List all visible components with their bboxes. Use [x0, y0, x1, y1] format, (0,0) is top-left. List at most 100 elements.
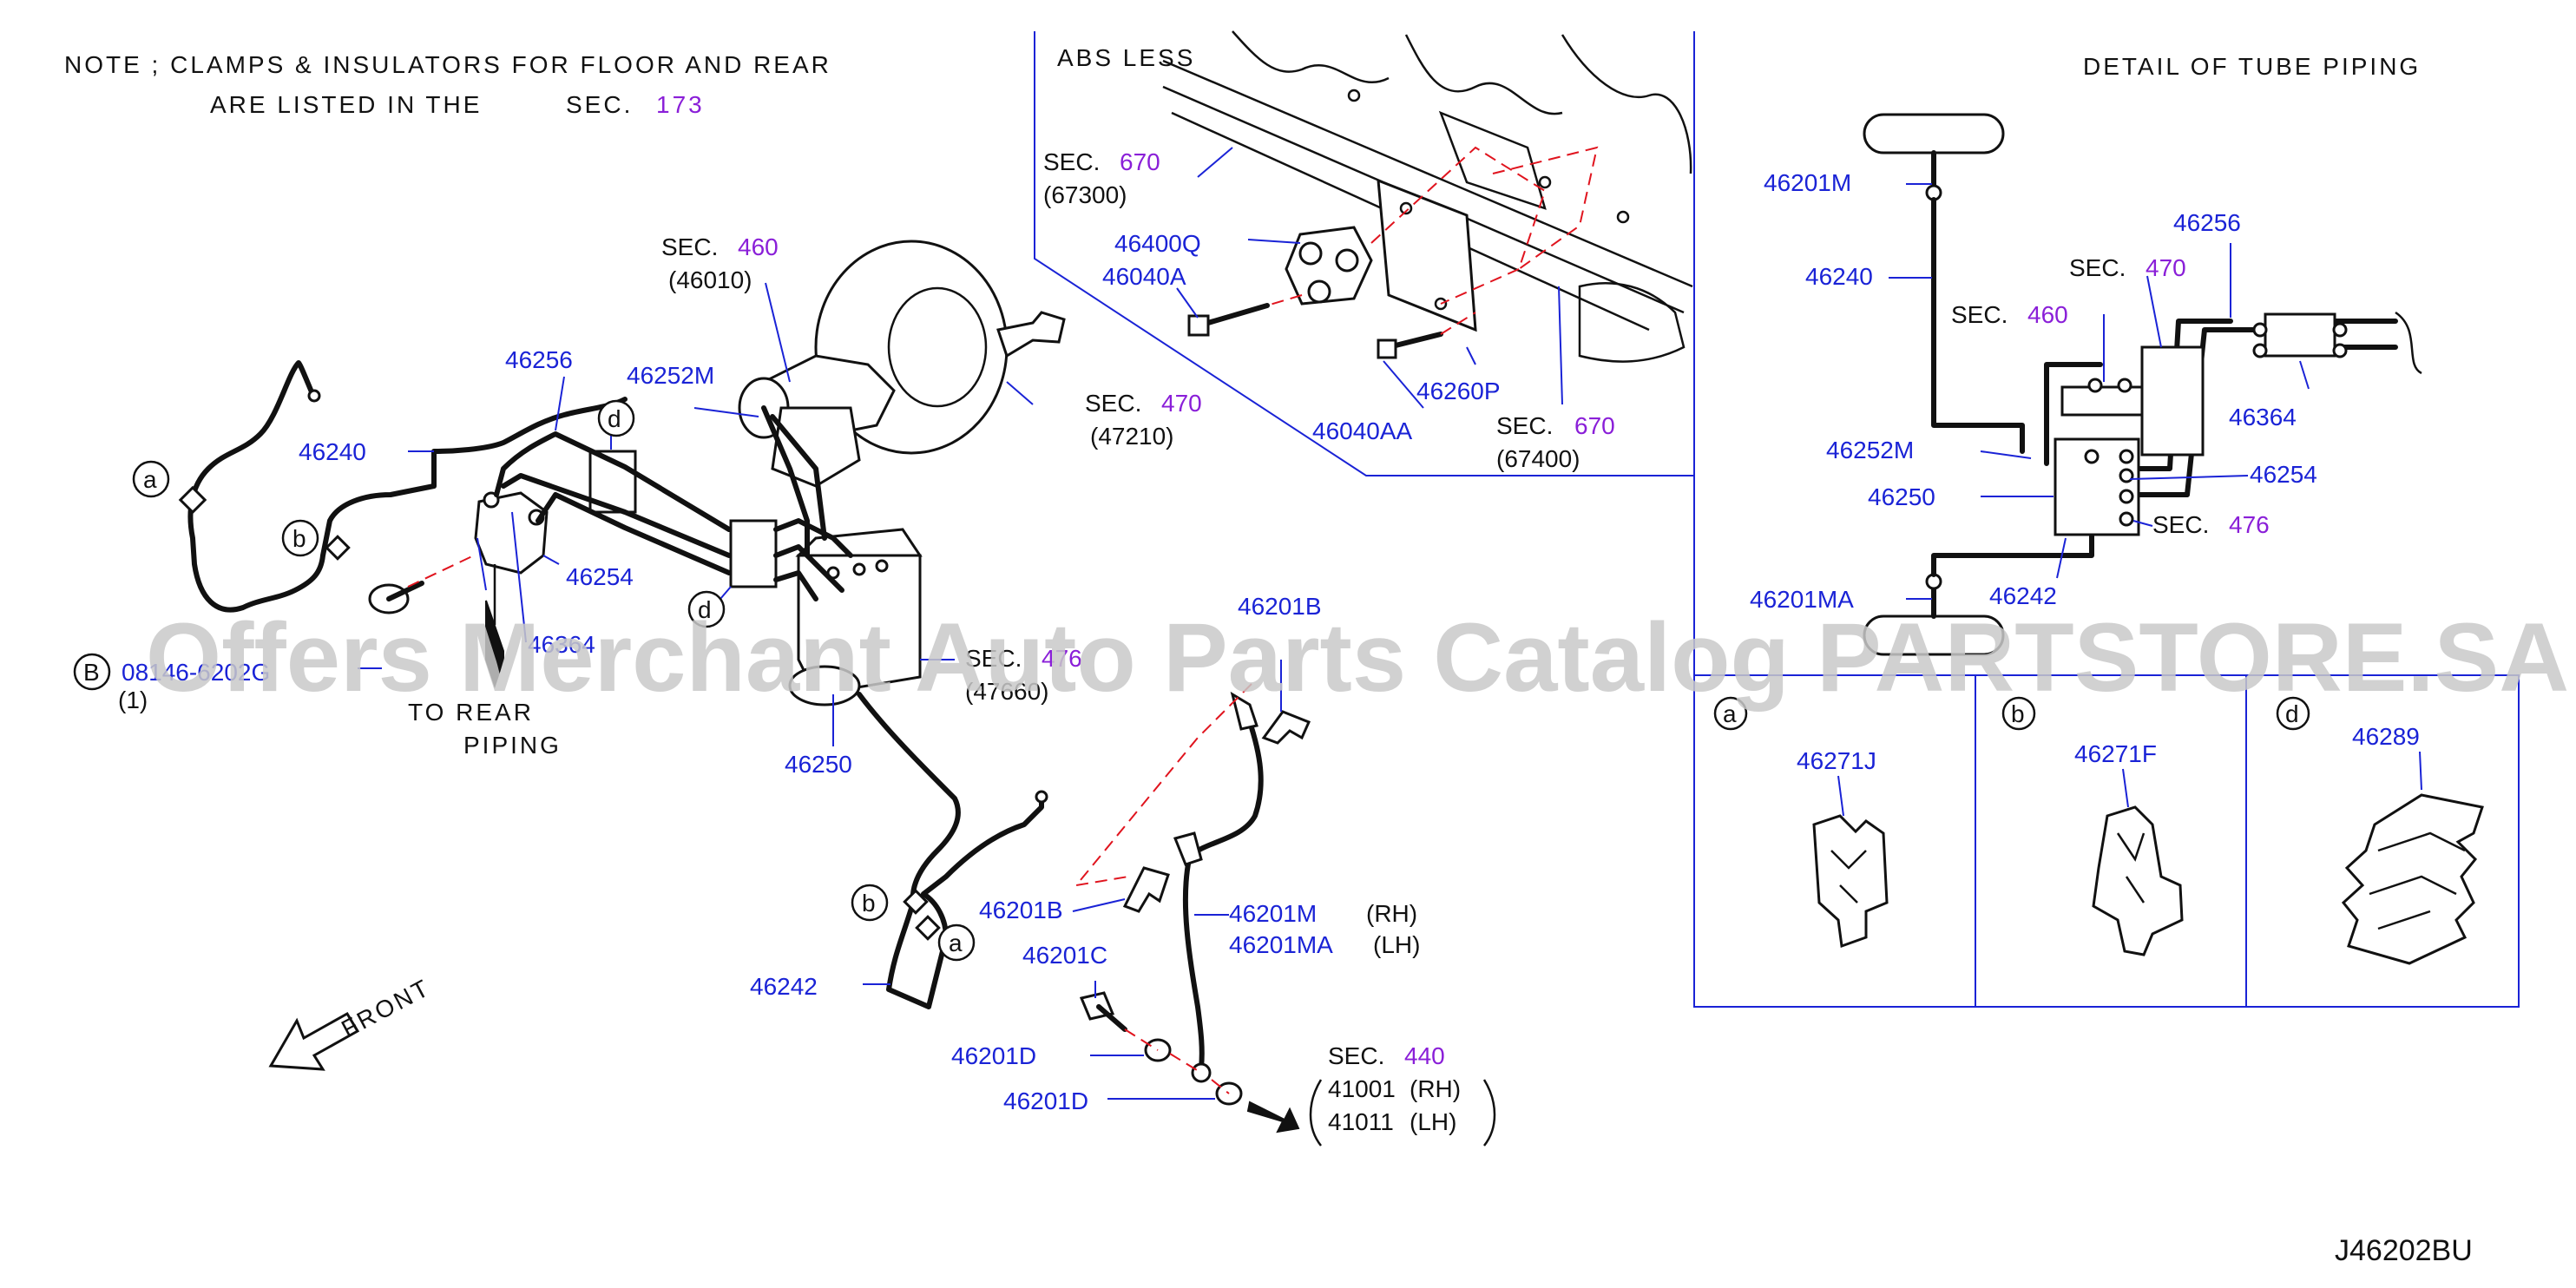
- detail-junction-46364[interactable]: [2264, 312, 2336, 358]
- part-46250-label[interactable]: 46250: [785, 751, 852, 778]
- detail-46250-label[interactable]: 46250: [1868, 483, 1935, 510]
- part-46201b-mid-label[interactable]: 46201B: [979, 897, 1063, 923]
- detail-connector-block[interactable]: [2060, 385, 2144, 417]
- part-46201m-side: (RH): [1366, 900, 1417, 927]
- clip-panel-b-letter: b: [2011, 700, 2025, 727]
- detail-46252m-label[interactable]: 46252M: [1826, 437, 1914, 463]
- pipe-46252m[interactable]: [761, 405, 810, 558]
- clip-panel-d-letter: d: [2285, 700, 2299, 727]
- abs-actuator-46250[interactable]: [788, 528, 923, 706]
- bracket-46260p[interactable]: [1377, 178, 1477, 332]
- clip-panel-d-part[interactable]: 46289: [2352, 723, 2420, 750]
- clip-46201b-top[interactable]: [1261, 710, 1311, 745]
- detail-pipe-46252m[interactable]: [2044, 362, 2103, 466]
- note-sec-number[interactable]: 173: [656, 91, 705, 118]
- part-46201m-label[interactable]: 46201M: [1229, 900, 1317, 927]
- clip-panel-a[interactable]: a 46271J: [1713, 696, 1889, 949]
- detail-46254-label[interactable]: 46254: [2250, 461, 2317, 488]
- sec670a-label: SEC.: [1043, 148, 1100, 175]
- part-46364-label[interactable]: 46364: [528, 631, 595, 658]
- clip-46201b-mid[interactable]: [1122, 866, 1170, 913]
- sec670b-sub: (67400): [1496, 445, 1580, 472]
- detail-46240-label[interactable]: 46240: [1805, 263, 1873, 290]
- sec476-number[interactable]: 476: [1042, 645, 1082, 672]
- part-46240-label[interactable]: 46240: [299, 438, 366, 465]
- detail-pipe-46240[interactable]: [1931, 197, 2025, 454]
- part-46201b-top-label[interactable]: 46201B: [1238, 593, 1322, 620]
- clip-panel-d[interactable]: d 46289: [2276, 696, 2484, 965]
- detail-master-cylinder[interactable]: [2140, 345, 2205, 457]
- detail-sec470-number[interactable]: 470: [2146, 254, 2186, 281]
- junction-block-46254[interactable]: [474, 491, 549, 575]
- to-caliper-arrow: [1246, 1101, 1300, 1134]
- clip-a-marker-2: [915, 915, 941, 941]
- pipe-46256[interactable]: [494, 431, 732, 532]
- callout-a-1: [132, 460, 170, 498]
- abs-less-title: ABS LESS: [1057, 44, 1195, 71]
- clip-46271f-icon: [2092, 805, 2184, 956]
- bolt-code-label[interactable]: 08146-6202G: [122, 659, 270, 686]
- sec440-number[interactable]: 440: [1404, 1042, 1445, 1069]
- detail-46256-label[interactable]: 46256: [2173, 209, 2241, 236]
- bolt-46040aa[interactable]: [1377, 332, 1443, 359]
- clip-panel-b-part[interactable]: 46271F: [2074, 740, 2157, 767]
- part-46400q-label[interactable]: 46400Q: [1114, 230, 1201, 257]
- callout-B: [73, 653, 111, 691]
- sec470-number[interactable]: 470: [1161, 390, 1202, 417]
- detail-sec476-number[interactable]: 476: [2229, 511, 2270, 538]
- part-46040aa-label[interactable]: 46040AA: [1312, 417, 1413, 444]
- sec460-number[interactable]: 460: [738, 233, 779, 260]
- bolt-08146-6202g[interactable]: [368, 581, 424, 614]
- clip-panels: a 46271J b 46271F d 46289: [1693, 674, 2520, 1008]
- detail-sec476-label: SEC.: [2152, 511, 2209, 538]
- master-cylinder[interactable]: [771, 406, 861, 488]
- part-46242-label[interactable]: 46242: [750, 973, 818, 1000]
- front-brake-hose[interactable]: [1173, 691, 1264, 1083]
- detail-46201ma-label[interactable]: 46201MA: [1750, 586, 1854, 613]
- part-46256-label[interactable]: 46256: [505, 346, 573, 373]
- bolt-46201c[interactable]: [1079, 991, 1127, 1032]
- sec670b-number[interactable]: 670: [1574, 412, 1615, 439]
- detail-sec460-label: SEC.: [1951, 301, 2008, 328]
- callout-d-2-letter: d: [698, 596, 712, 623]
- detail-title: DETAIL OF TUBE PIPING: [2083, 53, 2421, 80]
- clip-panel-a-part[interactable]: 46271J: [1797, 747, 1876, 774]
- part-46254-label[interactable]: 46254: [566, 563, 634, 590]
- sec470-sub: (47210): [1090, 423, 1174, 450]
- callout-d-2: [687, 590, 726, 628]
- detail-sec470-label: SEC.: [2069, 254, 2126, 281]
- bolt-46040a[interactable]: [1187, 303, 1270, 337]
- part-46201d-a-label[interactable]: 46201D: [951, 1042, 1036, 1069]
- clip-a-marker-1: [178, 485, 207, 515]
- clip-panels-frame: [1693, 674, 2520, 1008]
- detail-hose-46201m[interactable]: [1863, 113, 2005, 154]
- clip-panel-b[interactable]: b 46271F: [2001, 696, 2184, 956]
- sec670b-label: SEC.: [1496, 412, 1553, 439]
- detail-sec460-number[interactable]: 460: [2027, 301, 2068, 328]
- part-46201ma-label[interactable]: 46201MA: [1229, 931, 1333, 958]
- to-rear-line-1: TO REAR: [408, 699, 534, 726]
- front-label: FRONT: [337, 974, 435, 1043]
- part-46201d-b-label[interactable]: 46201D: [1003, 1088, 1088, 1114]
- detail-pipe-46242[interactable]: [1931, 522, 2094, 577]
- watermark-text: Offers Merchant Auto Parts Catalog PARTS…: [146, 603, 2569, 712]
- part-46260p-label[interactable]: 46260P: [1416, 378, 1501, 404]
- part-46201c-label[interactable]: 46201C: [1022, 942, 1107, 969]
- part-46252m-label[interactable]: 46252M: [627, 362, 714, 389]
- drawing-code: J46202BU: [2335, 1234, 2473, 1267]
- part-46040a-label[interactable]: 46040A: [1102, 263, 1186, 290]
- pipe-46240[interactable]: [187, 360, 628, 613]
- pipe-46242[interactable]: [857, 692, 1044, 1009]
- detail-46242-label[interactable]: 46242: [1989, 582, 2057, 609]
- sec670a-number[interactable]: 670: [1120, 148, 1160, 175]
- detail-46201m-label[interactable]: 46201M: [1764, 169, 1851, 196]
- note-line-2: ARE LISTED IN THE: [210, 91, 482, 118]
- three-way-connector-46400q[interactable]: [1285, 226, 1373, 306]
- callout-B-letter: B: [83, 659, 100, 686]
- front-arrow-icon: [268, 1011, 360, 1071]
- callout-b-1-letter: b: [292, 525, 306, 552]
- to-rear-arrow: [485, 600, 504, 689]
- connector-block-d-lower[interactable]: [729, 519, 778, 588]
- detail-46364-label[interactable]: 46364: [2229, 404, 2297, 430]
